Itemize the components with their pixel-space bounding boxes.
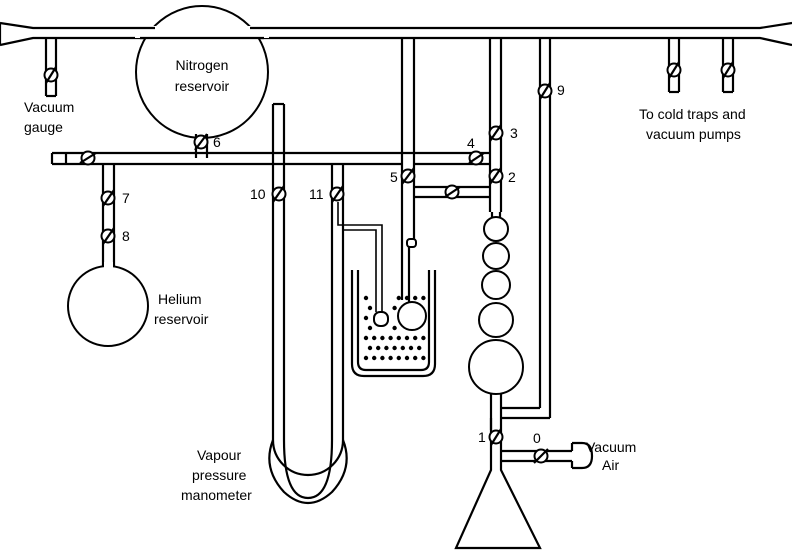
valve-5[interactable] bbox=[400, 167, 416, 185]
valve-9[interactable] bbox=[537, 82, 553, 100]
vacuum-port-label: Vacuum bbox=[586, 439, 636, 455]
valve-8[interactable] bbox=[100, 227, 116, 245]
nitrogen-reservoir bbox=[135, 5, 269, 158]
secondary-manifold bbox=[50, 151, 490, 166]
valve-6[interactable] bbox=[193, 133, 209, 151]
manometer bbox=[268, 102, 348, 505]
valve-4-label: 4 bbox=[467, 135, 475, 151]
bulb-stack bbox=[468, 212, 524, 430]
valve-9-line bbox=[501, 38, 552, 420]
valve-11-label: 11 bbox=[309, 186, 324, 202]
air-port-label: Air bbox=[602, 457, 619, 473]
manometer-label-1: Vapour bbox=[197, 447, 241, 463]
vacuum-gauge-label-1: Vacuum bbox=[24, 99, 74, 115]
valve-1[interactable] bbox=[488, 428, 504, 446]
valve-6-label: 6 bbox=[213, 134, 221, 150]
bath-coolant-dots bbox=[363, 295, 426, 361]
manometer-label-3: manometer bbox=[181, 487, 252, 503]
bath-side-arm bbox=[337, 202, 389, 327]
main-manifold bbox=[0, 21, 792, 47]
valve-10[interactable] bbox=[271, 185, 287, 203]
nitrogen-reservoir-label-1: Nitrogen bbox=[176, 57, 229, 73]
helium-branch bbox=[101, 164, 116, 268]
inlet-valve[interactable] bbox=[79, 150, 97, 166]
cooling-bath bbox=[350, 270, 437, 378]
vacuum-gauge-valve[interactable] bbox=[43, 66, 59, 84]
valve-9-label: 9 bbox=[557, 82, 565, 98]
valve-8-label: 8 bbox=[122, 228, 130, 244]
valve-5-label: 5 bbox=[390, 169, 398, 185]
valve-1-label: 1 bbox=[478, 429, 486, 445]
valve-11[interactable] bbox=[329, 185, 345, 203]
valve-2[interactable] bbox=[488, 167, 504, 185]
valve-4[interactable] bbox=[468, 150, 485, 166]
valve-0[interactable] bbox=[533, 448, 549, 464]
right-column bbox=[488, 38, 503, 212]
valve-3-label: 3 bbox=[510, 125, 518, 141]
valve-7[interactable] bbox=[100, 189, 116, 207]
valve-0-label: 0 bbox=[533, 430, 541, 446]
helium-reservoir-label-2: reservoir bbox=[154, 311, 209, 327]
vacuum-gauge-branch bbox=[44, 38, 58, 98]
cold-trap-valve-b[interactable] bbox=[720, 61, 736, 79]
valve-10-label: 10 bbox=[250, 186, 266, 202]
valve-3[interactable] bbox=[488, 124, 504, 142]
helium-reservoir-label-1: Helium bbox=[158, 291, 202, 307]
valve-2-label: 2 bbox=[508, 169, 516, 185]
cold-trap-valve-a[interactable] bbox=[666, 61, 682, 79]
central-tube bbox=[397, 38, 427, 331]
nitrogen-reservoir-label-2: reservoir bbox=[175, 78, 230, 94]
manometer-label-2: pressure bbox=[192, 467, 247, 483]
vacuum-gauge-label-2: gauge bbox=[24, 119, 63, 135]
conical-flask bbox=[454, 460, 542, 550]
cold-traps-label-1: To cold traps and bbox=[639, 106, 746, 122]
valve-7-label: 7 bbox=[122, 190, 130, 206]
cold-traps-label-2: vacuum pumps bbox=[646, 126, 741, 142]
helium-reservoir bbox=[67, 265, 149, 347]
cross-valve[interactable] bbox=[444, 184, 461, 200]
